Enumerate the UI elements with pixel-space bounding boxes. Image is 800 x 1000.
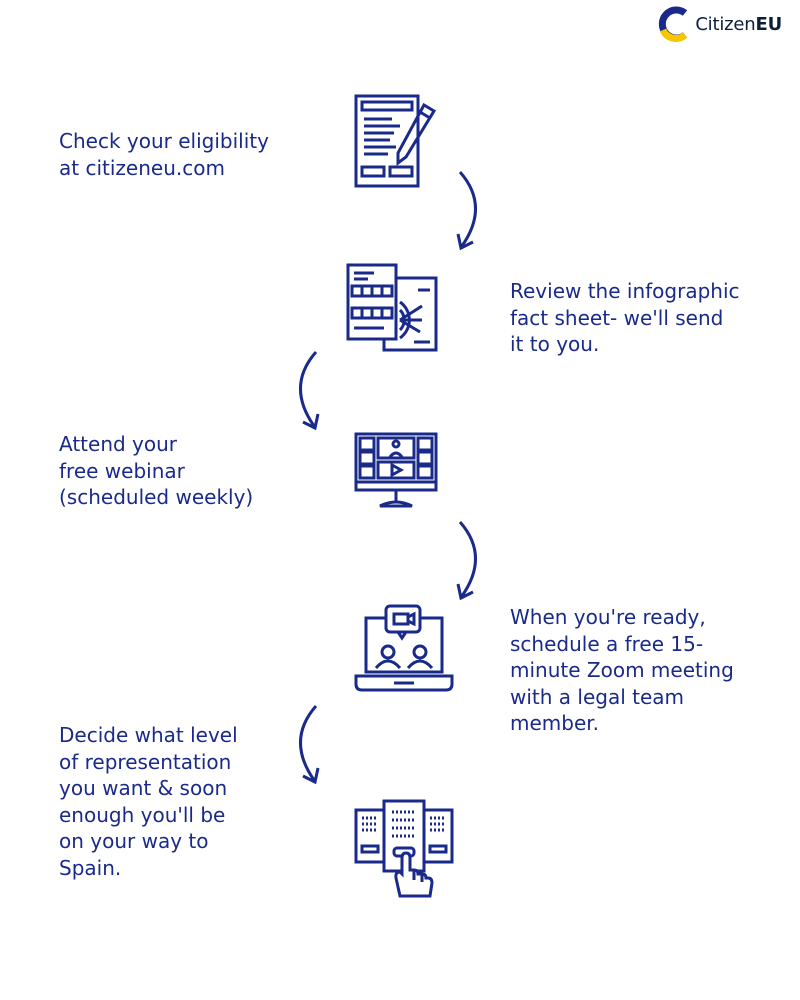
brand-name: CitizenEU	[695, 13, 782, 35]
webinar-monitor-icon	[352, 430, 440, 512]
step-1-text: Check your eligibility at citizeneu.com	[59, 129, 269, 180]
curved-arrow-1	[446, 170, 486, 254]
step-3-text: Attend your free webinar (scheduled week…	[59, 432, 254, 509]
choose-option-icon	[352, 798, 456, 904]
brand-logo: CitizenEU	[657, 6, 782, 42]
laptop-video-call-icon	[352, 604, 456, 694]
curved-arrow-2	[286, 350, 326, 434]
curved-arrow-3	[446, 520, 486, 604]
step-5-text: Decide what level of representation you …	[59, 723, 238, 880]
step-2-text: Review the infographic fact sheet- we'll…	[510, 279, 740, 356]
citizeneu-logo-icon	[659, 6, 688, 42]
form-signing-icon	[352, 93, 438, 189]
curved-arrow-4	[286, 704, 326, 788]
step-4-text: When you're ready, schedule a free 15- m…	[510, 605, 734, 735]
infographic-sheet-icon	[344, 262, 440, 354]
